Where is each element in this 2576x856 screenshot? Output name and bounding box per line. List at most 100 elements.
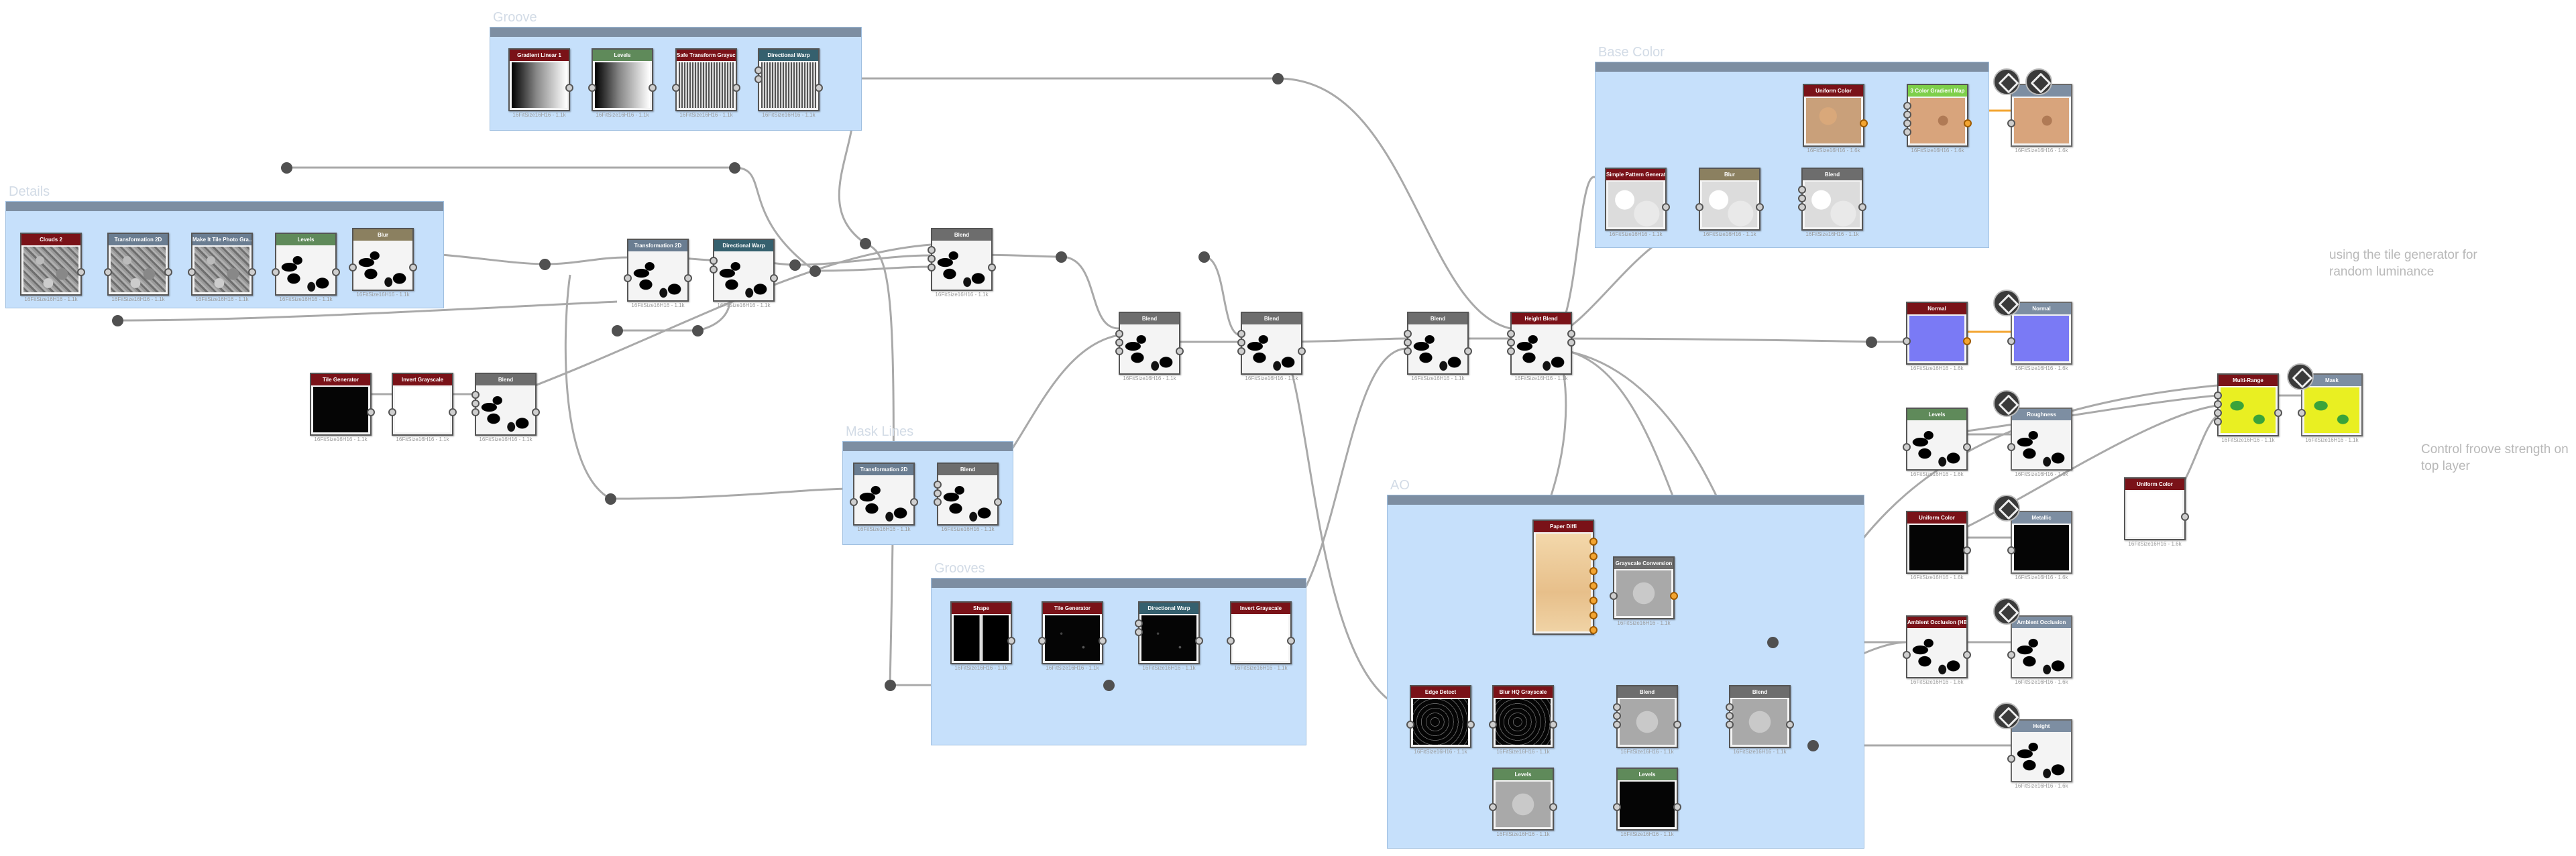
input-port[interactable] [471,400,480,408]
input-port[interactable] [588,84,596,92]
input-port[interactable] [1135,628,1143,636]
input-port[interactable] [1115,339,1123,347]
input-port[interactable] [1115,330,1123,338]
output-port[interactable] [1963,337,1971,345]
input-port[interactable] [850,498,858,506]
input-port[interactable] [928,246,936,254]
input-port[interactable] [2214,418,2222,426]
input-port[interactable] [1507,330,1515,338]
node-n3[interactable]: Make It Tile Photo Gra...16FitSize16H16 … [188,233,256,302]
input-port[interactable] [1613,703,1621,711]
output-port[interactable] [1099,637,1107,645]
output-port[interactable] [649,84,657,92]
reroute-dot[interactable] [809,265,821,277]
input-port[interactable] [2007,337,2015,345]
input-port[interactable] [2007,443,2015,451]
output-port[interactable] [77,268,85,276]
output-port[interactable] [565,84,573,92]
output-port[interactable] [1549,721,1557,729]
output-port[interactable] [1176,347,1184,355]
output-port[interactable] [1858,203,1866,211]
input-port[interactable] [1903,651,1911,659]
input-port[interactable] [1798,194,1806,202]
input-port[interactable] [2214,409,2222,417]
input-port[interactable] [1489,803,1497,811]
output-port[interactable] [815,84,823,92]
output-port[interactable] [1662,203,1670,211]
frame-title-bar[interactable] [6,202,443,211]
input-port[interactable] [1613,712,1621,720]
input-port[interactable] [1903,443,1911,451]
output-port[interactable] [1964,119,1972,127]
output-port[interactable] [1756,203,1764,211]
output-port[interactable] [532,408,540,416]
input-port[interactable] [1798,186,1806,194]
input-port[interactable] [2214,400,2222,408]
reroute-dot[interactable] [860,238,871,249]
output-port[interactable] [1963,443,1971,451]
view-3d-icon[interactable] [1993,495,2020,522]
output-port[interactable] [1195,637,1203,645]
input-port[interactable] [1726,712,1734,720]
input-port[interactable] [1903,119,1911,127]
input-port[interactable] [349,263,357,271]
output-port[interactable] [684,274,692,282]
input-port[interactable] [1695,203,1703,211]
reroute-dot[interactable] [885,680,896,691]
output-port[interactable] [1589,597,1598,605]
output-port[interactable] [1589,552,1598,560]
input-port[interactable] [1237,330,1245,338]
reroute-dot[interactable] [612,325,623,337]
input-port[interactable] [2007,651,2015,659]
output-port[interactable] [1860,119,1868,127]
output-port[interactable] [770,274,778,282]
input-port[interactable] [1237,347,1245,355]
view-3d-icon[interactable] [2025,68,2052,95]
output-port[interactable] [2181,513,2189,521]
output-port[interactable] [449,408,457,416]
output-port[interactable] [1007,637,1015,645]
input-port[interactable] [471,391,480,399]
node-n31[interactable]: 16FitSize16H16 - 1.6k [2007,84,2072,154]
input-port[interactable] [624,274,632,282]
input-port[interactable] [710,257,718,265]
output-port[interactable] [1567,339,1575,347]
input-port[interactable] [272,268,280,276]
input-port[interactable] [1903,102,1911,110]
output-port[interactable] [988,263,996,271]
input-port[interactable] [471,408,480,416]
output-port[interactable] [1589,582,1598,590]
input-port[interactable] [1404,339,1412,347]
reroute-dot[interactable] [692,325,704,337]
input-port[interactable] [388,408,396,416]
input-port[interactable] [1404,347,1412,355]
input-port[interactable] [2007,755,2015,763]
input-port[interactable] [2007,119,2015,127]
input-port[interactable] [104,268,112,276]
input-port[interactable] [1237,339,1245,347]
